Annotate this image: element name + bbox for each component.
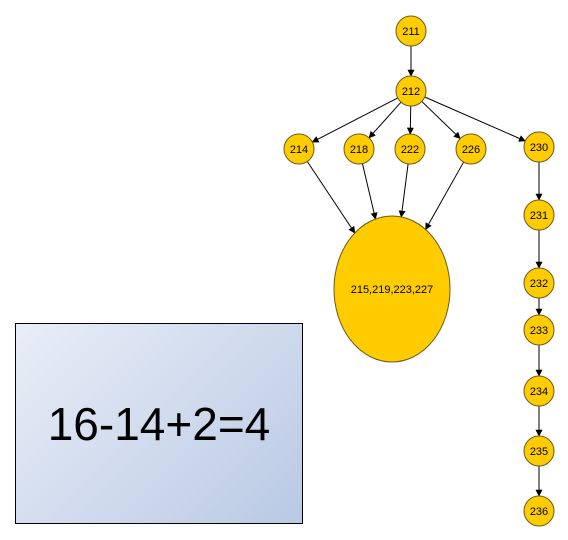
node-236-shape [523, 495, 555, 527]
edge-212-to-214 [311, 97, 398, 143]
node-231-shape [523, 199, 555, 231]
node-merged-label: 215,219,223,227 [351, 284, 434, 296]
node-212-label: 212 [402, 86, 420, 98]
nodes: 215,219,223,227 211 212 214 218 222 226 230 231 2… [283, 15, 555, 527]
node-226-shape [455, 133, 487, 165]
node-211: 211 [395, 15, 427, 47]
node-235: 235 [523, 435, 555, 467]
node-234-shape [523, 375, 555, 407]
node-231: 231 [523, 199, 555, 231]
node-merged-shape [333, 215, 451, 363]
formula-text: 16-14+2=4 [47, 397, 271, 450]
node-232: 232 [523, 267, 555, 299]
edge-212-to-226 [421, 101, 461, 140]
node-236-label: 236 [530, 506, 548, 518]
edge-214-to-215-219-223-227 [306, 161, 356, 234]
node-233-label: 233 [530, 325, 548, 337]
node-230: 230 [523, 131, 555, 163]
edge-212-to-230 [424, 96, 526, 142]
node-214-shape [283, 133, 315, 165]
node-226: 226 [455, 133, 487, 165]
node-222: 222 [394, 133, 426, 165]
node-235-label: 235 [530, 446, 548, 458]
node-211-shape [395, 15, 427, 47]
node-233-shape [523, 314, 555, 346]
node-234-label: 234 [530, 386, 548, 398]
node-236: 236 [523, 495, 555, 527]
edge-218-to-215-219-223-227 [361, 163, 378, 220]
node-211-label: 211 [402, 26, 420, 38]
node-222-shape [394, 133, 426, 165]
node-214: 214 [283, 133, 315, 165]
edge-226-to-215-219-223-227 [425, 161, 465, 231]
node-212: 212 [395, 75, 427, 107]
node-232-label: 232 [530, 278, 548, 290]
node-214-label: 214 [290, 144, 308, 156]
node-232-shape [523, 267, 555, 299]
edge-212-to-218 [368, 101, 402, 139]
node-222-label: 222 [401, 144, 419, 156]
node-218-label: 218 [350, 144, 368, 156]
node-merged: 215,219,223,227 [333, 215, 451, 363]
node-212-shape [395, 75, 427, 107]
node-230-label: 230 [530, 142, 548, 154]
node-231-label: 231 [530, 210, 548, 222]
edge-222-to-215-219-223-227 [398, 163, 409, 218]
node-226-label: 226 [462, 144, 480, 156]
edges [306, 46, 543, 497]
node-218: 218 [343, 133, 375, 165]
node-234: 234 [523, 375, 555, 407]
node-218-shape [343, 133, 375, 165]
node-230-shape [523, 131, 555, 163]
node-235-shape [523, 435, 555, 467]
formula-box: 16-14+2=4 [15, 323, 303, 524]
node-233: 233 [523, 314, 555, 346]
